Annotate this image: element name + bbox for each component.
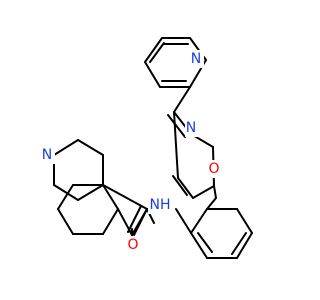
bond — [133, 208, 148, 236]
atom-labels: N N O N NH O — [39, 50, 223, 254]
atom-label-o: O — [208, 161, 219, 177]
pyridine-ring-left — [53, 139, 119, 235]
bond — [167, 114, 186, 138]
bond — [236, 208, 253, 234]
atom-o-carbonyl: O — [125, 236, 141, 254]
bond — [144, 37, 163, 63]
molecule-diagram: N N O N NH O — [39, 37, 253, 259]
bond — [77, 139, 104, 156]
bond — [57, 184, 74, 210]
bond — [177, 177, 194, 199]
bond — [213, 185, 217, 199]
bond — [53, 139, 79, 156]
bond — [231, 232, 247, 255]
atom-nh-amide: NH — [148, 196, 174, 214]
bond — [102, 184, 119, 210]
bond — [206, 197, 217, 210]
bond — [190, 232, 208, 259]
bond — [144, 61, 161, 88]
bond — [77, 184, 104, 201]
bond — [172, 175, 188, 196]
bond — [175, 208, 192, 234]
bond — [236, 232, 253, 259]
atom-o-oxadiazole: O — [207, 160, 223, 178]
benzene-ring — [190, 208, 253, 259]
atom-label-n: N — [191, 51, 201, 67]
bond — [173, 86, 191, 113]
atom-n-pyridine-left: N — [39, 146, 55, 164]
atom-label-o: O — [127, 237, 138, 253]
atom-n-pyridyl-top: N — [188, 50, 204, 68]
bond — [173, 111, 179, 179]
bond — [102, 208, 119, 235]
bond — [192, 185, 215, 199]
bond — [117, 208, 133, 236]
bond — [53, 184, 79, 201]
atom-label-n: N — [42, 147, 52, 163]
bond — [149, 42, 165, 63]
bond — [190, 208, 208, 234]
bond — [57, 208, 74, 235]
atom-label-n: N — [186, 120, 196, 136]
bond — [102, 184, 148, 210]
bond — [197, 232, 213, 253]
bond — [127, 205, 142, 233]
atom-n-oxadiazole: N — [185, 119, 199, 137]
atom-label-nh: NH — [150, 197, 171, 213]
